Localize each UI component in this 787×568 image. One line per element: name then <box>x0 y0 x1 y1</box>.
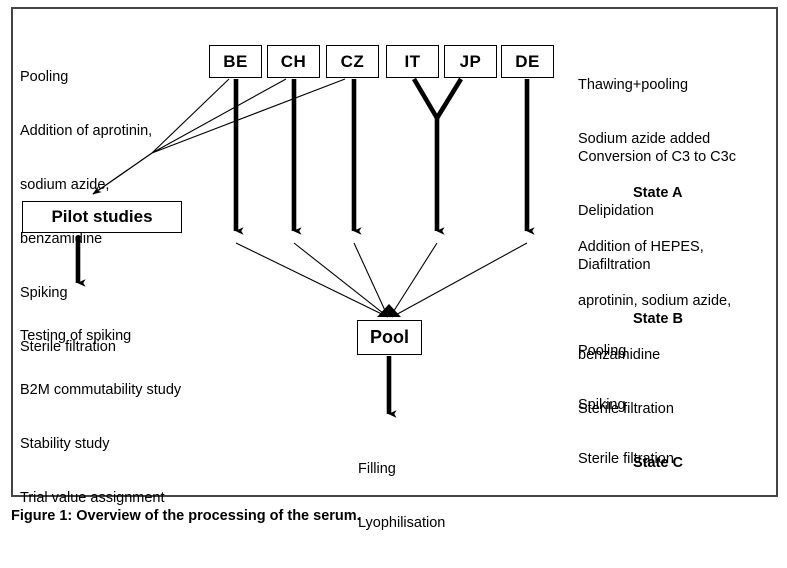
right-block-line: Addition of HEPES, <box>578 239 704 255</box>
left-step-line: Addition of aprotinin, <box>20 123 153 139</box>
country-box-jp[interactable]: JP <box>444 45 497 78</box>
country-code-label: CH <box>280 51 307 71</box>
left-top-steps: Pooling Addition of aprotinin, sodium az… <box>20 32 152 392</box>
right-block-line: benzamidine <box>578 347 661 363</box>
figure-root: Pooling Addition of aprotinin, sodium az… <box>11 7 778 531</box>
left-step-line: Pooling <box>20 69 69 85</box>
country-box-de[interactable]: DE <box>501 45 554 78</box>
left-step-line: sodium azide, <box>20 177 110 193</box>
country-box-be[interactable]: BE <box>209 45 262 78</box>
left-step-line: benzamidine <box>20 231 103 247</box>
pilot-outputs: Testing of spiking B2M commutability stu… <box>20 291 181 543</box>
country-code-label: DE <box>515 51 540 71</box>
right-block-line: Sterile filtration <box>578 451 674 467</box>
pilot-output-line: B2M commutability study <box>20 382 182 398</box>
right-block-final: Pooling Spiking Sterile filtration <box>578 306 674 504</box>
country-box-ch[interactable]: CH <box>267 45 320 78</box>
right-block-line: Conversion of C3 to C3c <box>578 149 736 165</box>
state-b-label: State B <box>633 311 683 327</box>
country-code-label: JP <box>459 51 482 71</box>
right-block-line: Delipidation <box>578 203 654 219</box>
figure-caption: Figure 1: Overview of the processing of … <box>11 508 361 524</box>
pool-output-line: Filling <box>358 461 396 477</box>
right-block-line: Diafiltration <box>578 257 651 273</box>
left-step-line: Spiking <box>20 285 68 301</box>
right-block-state-a: Thawing+pooling Sodium azide added State… <box>578 40 710 238</box>
right-block-line: Pooling <box>578 343 627 359</box>
pool-outputs: Filling Lyophilisation <box>358 424 445 568</box>
pilot-output-line: Trial value assignment <box>20 490 165 506</box>
country-code-label: CZ <box>340 51 365 71</box>
state-c-label: State C <box>633 455 683 471</box>
pool-output-line: Lyophilisation <box>358 515 446 531</box>
country-code-label: BE <box>223 51 248 71</box>
right-block-line: Sterile filtration <box>578 401 674 417</box>
pool-label: Pool <box>370 327 409 347</box>
country-code-label: IT <box>404 51 421 71</box>
pilot-studies-label: Pilot studies <box>51 207 153 226</box>
pilot-studies-box[interactable]: Pilot studies <box>22 201 182 233</box>
right-block-line: Thawing+pooling <box>578 77 689 93</box>
right-block-line: Spiking <box>578 397 626 413</box>
right-block-state-c: Addition of HEPES, aprotinin, sodium azi… <box>578 202 731 508</box>
pilot-output-line: Testing of spiking <box>20 328 132 344</box>
country-box-cz[interactable]: CZ <box>326 45 379 78</box>
country-box-it[interactable]: IT <box>386 45 439 78</box>
pool-box[interactable]: Pool <box>357 320 422 355</box>
right-block-line: aprotinin, sodium azide, <box>578 293 732 309</box>
left-step-line: Sterile filtration <box>20 339 116 355</box>
pilot-output-line: Stability study <box>20 436 110 452</box>
right-block-line: Sodium azide added <box>578 131 711 147</box>
right-block-state-b: Conversion of C3 to C3c Delipidation Dia… <box>578 112 736 364</box>
state-a-label: State A <box>633 185 683 201</box>
